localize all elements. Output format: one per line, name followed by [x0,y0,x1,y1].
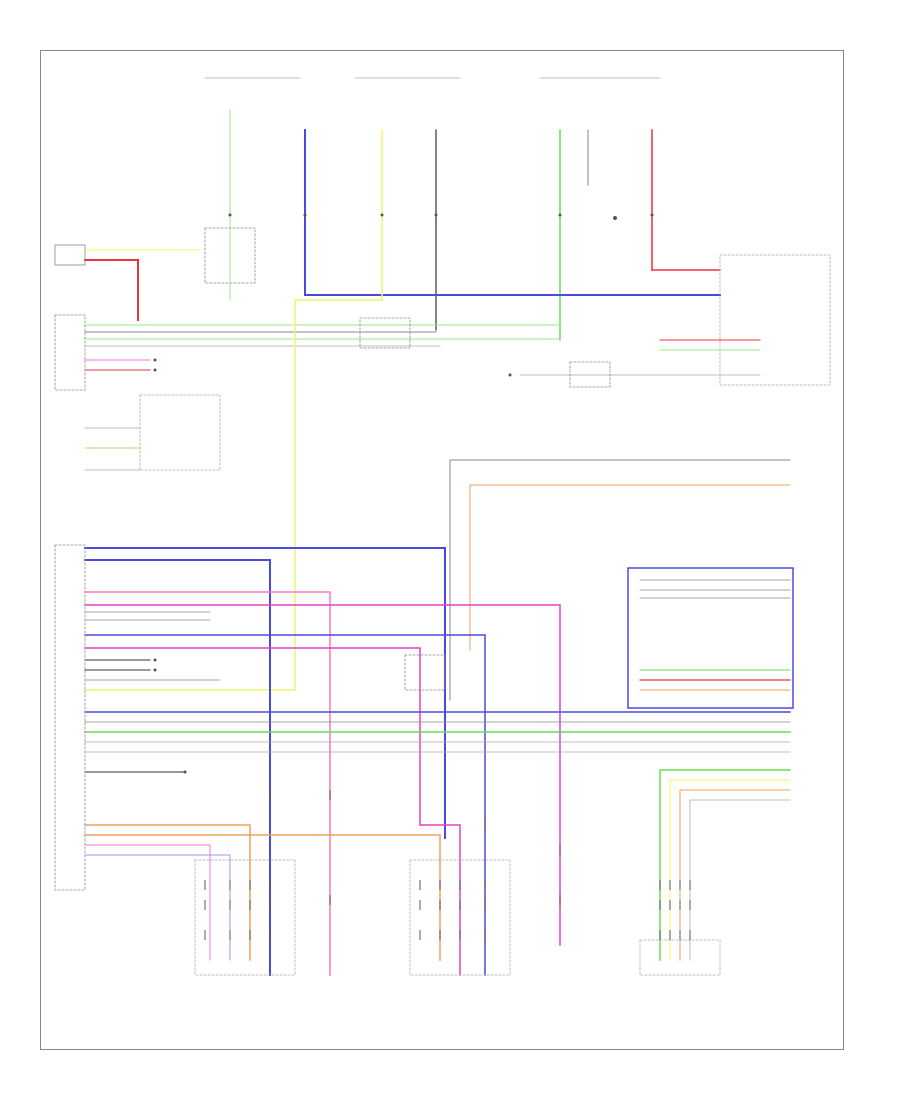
ignition-switch-box [719,254,831,386]
wire-pink-main3 [84,591,331,976]
center-relay [359,317,411,349]
mid-junction [569,361,611,388]
upper-junction [204,227,256,284]
wire-blue-bl4 [84,854,231,961]
right-sensor-wire-box [627,567,794,709]
wire-green-lr1 [659,769,791,961]
wire-blue-main7 [84,634,486,976]
left-actuator-box [194,859,296,976]
center-sensor [404,654,446,691]
upper-left-connector [54,244,86,266]
wire-yellow-long [84,279,383,691]
right-actuator-box [409,859,511,976]
wire-pink-main4 [84,604,561,946]
diagram-border [40,50,844,1050]
wire-pink-bl3 [84,844,211,961]
wire-blue-main1 [84,547,446,839]
wire-orange-bl1 [84,824,251,961]
wire-gray-rs1 [639,579,791,599]
left-switch-box [139,394,221,471]
wire-yellow-lr2 [669,779,791,961]
wire-gray-lr4 [689,799,791,961]
main-controller-connector [54,544,86,891]
wire-pink-main8 [84,647,461,976]
wire-blue-main2 [84,559,271,976]
wire-red-upper [84,259,139,321]
wire-orange-lr3 [679,789,791,961]
wire-orange-bl2 [84,834,441,961]
upper-controller-connector [54,314,86,391]
